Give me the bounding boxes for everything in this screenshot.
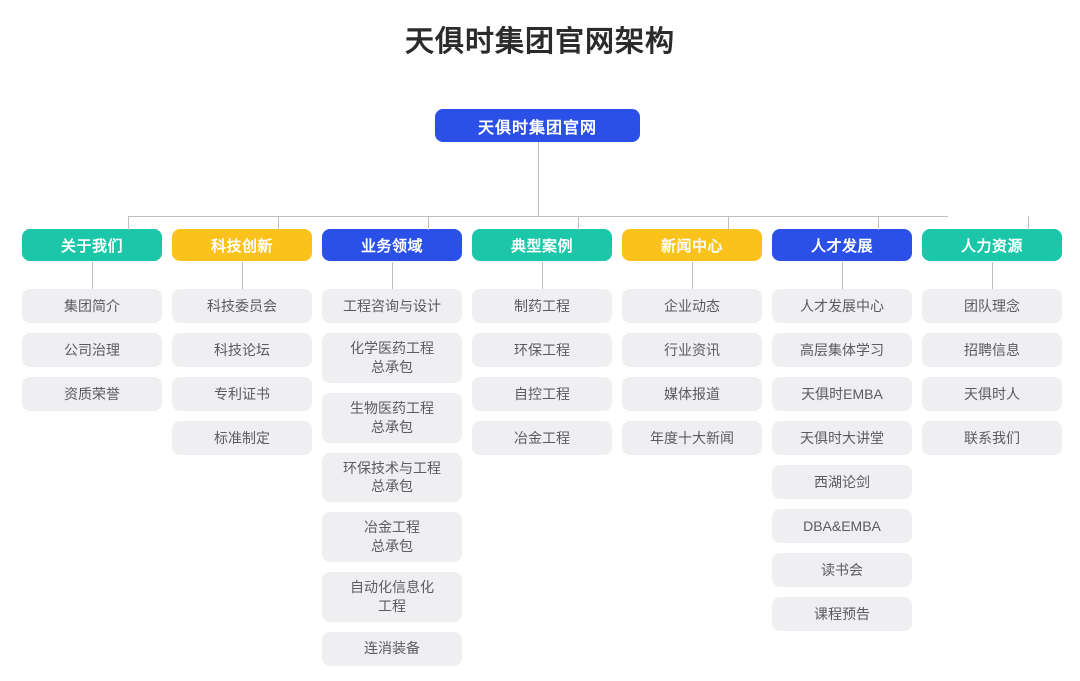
list-item[interactable]: 化学医药工程总承包 <box>322 333 462 383</box>
column-header-6[interactable]: 人才发展 <box>772 229 912 261</box>
column-7: 人力资源团队理念招聘信息天俱时人联系我们 <box>922 229 1062 455</box>
column-header-3[interactable]: 业务领域 <box>322 229 462 261</box>
list-item[interactable]: 自控工程 <box>472 377 612 411</box>
header-to-items-connector-1 <box>92 262 93 289</box>
list-item[interactable]: 高层集体学习 <box>772 333 912 367</box>
list-item[interactable]: 工程咨询与设计 <box>322 289 462 323</box>
list-item[interactable]: 天俱时EMBA <box>772 377 912 411</box>
header-to-items-connector-2 <box>242 262 243 289</box>
bus-to-header-connector-1 <box>128 216 129 230</box>
list-item[interactable]: 科技论坛 <box>172 333 312 367</box>
list-item[interactable]: 天俱时大讲堂 <box>772 421 912 455</box>
column-header-7[interactable]: 人力资源 <box>922 229 1062 261</box>
list-item[interactable]: 制药工程 <box>472 289 612 323</box>
list-item[interactable]: 冶金工程总承包 <box>322 512 462 563</box>
bus-to-header-connector-6 <box>878 216 879 230</box>
page-title: 天俱时集团官网架构 <box>404 26 675 58</box>
list-item[interactable]: 公司治理 <box>22 333 162 367</box>
list-item[interactable]: 连消装备 <box>322 631 462 666</box>
bus-to-header-connector-4 <box>578 216 579 230</box>
list-item[interactable]: 西湖论剑 <box>772 465 912 499</box>
header-to-items-connector-6 <box>842 262 843 289</box>
list-item[interactable]: 冶金工程 <box>472 421 612 455</box>
list-item[interactable]: DBA&EMBA <box>772 509 912 543</box>
header-to-items-connector-4 <box>542 262 543 289</box>
list-item[interactable]: 生物医药工程总承包 <box>322 392 462 443</box>
bus-to-header-connector-3 <box>428 216 429 230</box>
list-item[interactable]: 行业资讯 <box>622 333 762 367</box>
list-item[interactable]: 团队理念 <box>922 289 1062 323</box>
column-items-5: 企业动态行业资讯媒体报道年度十大新闻 <box>622 289 762 455</box>
root-node[interactable]: 天俱时集团官网 <box>435 109 640 142</box>
column-items-3: 工程咨询与设计化学医药工程总承包生物医药工程总承包环保技术与工程总承包冶金工程总… <box>322 289 462 666</box>
list-item[interactable]: 读书会 <box>772 553 912 587</box>
column-items-6: 人才发展中心高层集体学习天俱时EMBA 天俱时大讲堂西湖论剑 DBA&EMBA 读书会… <box>772 289 912 631</box>
list-item[interactable]: 招聘信息 <box>922 333 1062 367</box>
header-to-items-connector-3 <box>392 262 393 289</box>
list-item[interactable]: 课程预告 <box>772 597 912 631</box>
column-5: 新闻中心企业动态行业资讯媒体报道年度十大新闻 <box>622 229 762 455</box>
list-item[interactable]: 标准制定 <box>172 421 312 455</box>
header-to-items-connector-7 <box>992 262 993 289</box>
list-item[interactable]: 人才发展中心 <box>772 289 912 323</box>
column-4: 典型案例制药工程环保工程自控工程冶金工程 <box>472 229 612 455</box>
column-items-2: 科技委员会科技论坛专利证书标准制定 <box>172 289 312 455</box>
list-item[interactable]: 自动化信息化工程 <box>322 572 462 622</box>
bus-to-header-connector-5 <box>728 216 729 230</box>
header-to-items-connector-5 <box>692 262 693 289</box>
column-3: 业务领域工程咨询与设计化学医药工程总承包生物医药工程总承包环保技术与工程总承包冶… <box>322 229 462 666</box>
list-item[interactable]: 集团简介 <box>22 289 162 323</box>
list-item[interactable]: 专利证书 <box>172 377 312 411</box>
column-header-2[interactable]: 科技创新 <box>172 229 312 261</box>
list-item[interactable]: 媒体报道 <box>622 377 762 411</box>
list-item[interactable]: 联系我们 <box>922 421 1062 455</box>
bus-to-header-connector-2 <box>278 216 279 230</box>
list-item[interactable]: 企业动态 <box>622 289 762 323</box>
root-drop-connector <box>538 142 539 216</box>
column-items-1: 集团简介公司治理资质荣誉 <box>22 289 162 411</box>
list-item[interactable]: 环保工程 <box>472 333 612 367</box>
column-1: 关于我们集团简介公司治理资质荣誉 <box>22 229 162 411</box>
list-item[interactable]: 天俱时人 <box>922 377 1062 411</box>
column-items-7: 团队理念招聘信息天俱时人联系我们 <box>922 289 1062 455</box>
column-2: 科技创新科技委员会科技论坛专利证书标准制定 <box>172 229 312 455</box>
column-header-5[interactable]: 新闻中心 <box>622 229 762 261</box>
column-6: 人才发展人才发展中心高层集体学习天俱时EMBA 天俱时大讲堂西湖论剑 DBA&EMB… <box>772 229 912 631</box>
column-items-4: 制药工程环保工程自控工程冶金工程 <box>472 289 612 455</box>
list-item[interactable]: 资质荣誉 <box>22 377 162 411</box>
bus-to-header-connector-7 <box>1028 216 1029 230</box>
list-item[interactable]: 年度十大新闻 <box>622 421 762 455</box>
list-item[interactable]: 科技委员会 <box>172 289 312 323</box>
column-header-4[interactable]: 典型案例 <box>472 229 612 261</box>
column-header-1[interactable]: 关于我们 <box>22 229 162 261</box>
list-item[interactable]: 环保技术与工程总承包 <box>322 452 462 503</box>
horizontal-bus-connector <box>128 216 948 217</box>
